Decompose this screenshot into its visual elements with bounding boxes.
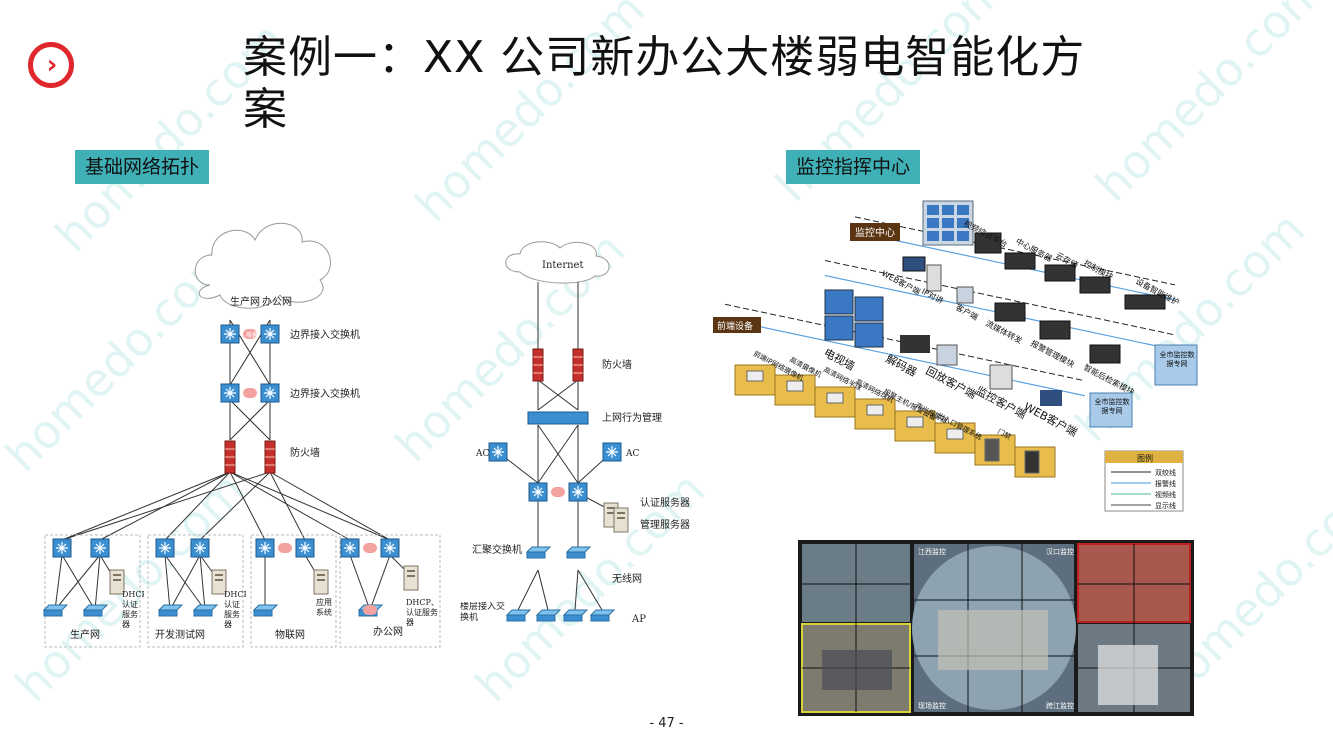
zone-label-devtest: 开发测试网 xyxy=(155,628,205,641)
page-number: - 47 - xyxy=(649,716,684,731)
ac-left-label: AC xyxy=(475,449,489,459)
legend-item-3: 显示线 xyxy=(1155,501,1176,510)
monitoring-center-diagram: 监控中心 前端设备 视频综合平台 中心服务器 云存储 控制模块 设备智能维护 xyxy=(713,200,1198,512)
right-section-label: 监控指挥中心 xyxy=(786,150,921,184)
cloud-internet: Internet xyxy=(542,260,583,271)
tier-label-firewall: 防火墙 xyxy=(290,446,320,459)
wall-label-1: 汉口监控 xyxy=(1046,547,1074,556)
wall-label-2: 现场监控 xyxy=(918,701,946,710)
front-device-tag: 前端设备 xyxy=(717,320,753,332)
mid-item-4: 报警管理模块 xyxy=(1029,338,1076,369)
mid-item-2: 客户端 xyxy=(954,302,980,322)
zone-label-production: 生产网 xyxy=(70,628,100,641)
cloud-label-office: 办公网 xyxy=(262,295,292,308)
ac-right-label: AC xyxy=(625,449,639,459)
zone-server-iot: 应用系统 xyxy=(316,598,332,617)
floor-access-label: 楼层接入交换机 xyxy=(460,602,506,623)
tier-label-border-2: 边界接入交换机 xyxy=(290,387,360,400)
behavior-mgmt-label: 上网行为管理 xyxy=(602,411,662,424)
network-topology-diagram: 生产网 办公网 堆叠 边界接入交换机 xyxy=(43,222,690,648)
center-tag: 监控中心 xyxy=(855,226,895,239)
left-section-label: 基础网络拓扑 xyxy=(75,150,210,184)
video-wall-image: 江西监控 汉口监控 现场监控 跨江监控 xyxy=(798,540,1194,716)
legend: 图例 双绞线 报警线 视频线 显示线 xyxy=(1104,450,1184,512)
wall-label-3: 跨江监控 xyxy=(1046,701,1074,710)
private-net-2: 全市监控数据专网 xyxy=(1094,398,1130,415)
wall-label-0: 江西监控 xyxy=(918,547,946,556)
zone-server-devtest: DHCP、认证服务器 xyxy=(224,590,246,629)
ap-label: AP xyxy=(631,614,646,625)
lower-item-2: 回放客户端 xyxy=(924,363,979,401)
mid-item-0: WEB客户端 xyxy=(880,268,922,297)
zone-server-office: DHCP、认证服务器 xyxy=(406,598,439,627)
video-platform-icon xyxy=(922,200,974,246)
mgmt-server-label: 管理服务器 xyxy=(640,518,690,531)
mid-item-3: 流媒体转发 xyxy=(984,318,1024,346)
private-net-1: 全市监控数据专网 xyxy=(1159,351,1195,368)
tier-label-border-1: 边界接入交换机 xyxy=(290,328,360,341)
mid-item-5: 智能后检索模块 xyxy=(1082,362,1136,397)
legend-title: 图例 xyxy=(1137,453,1153,463)
page-title: 案例一：XX 公司新办公大楼弱电智能化方案 xyxy=(243,32,1086,135)
cloud-label-production: 生产网 xyxy=(230,295,260,308)
zone-label-iot: 物联网 xyxy=(275,628,305,641)
auth-server-label: 认证服务器 xyxy=(640,496,690,509)
next-arrow-icon[interactable]: › xyxy=(28,42,74,88)
legend-item-1: 报警线 xyxy=(1155,479,1176,488)
firewall-label: 防火墙 xyxy=(602,358,632,371)
lower-item-1: 解码器 xyxy=(884,351,920,379)
wireless-label: 无线网 xyxy=(612,572,642,585)
zone-server-production: DHCP、认证服务器 xyxy=(122,590,144,629)
tv-wall-icon xyxy=(824,289,884,348)
legend-item-0: 双绞线 xyxy=(1155,468,1176,477)
legend-item-2: 视频线 xyxy=(1155,490,1176,499)
stack-label: 堆叠 xyxy=(246,331,258,339)
aggregation-label: 汇聚交换机 xyxy=(472,543,522,556)
zone-label-office: 办公网 xyxy=(373,625,403,638)
